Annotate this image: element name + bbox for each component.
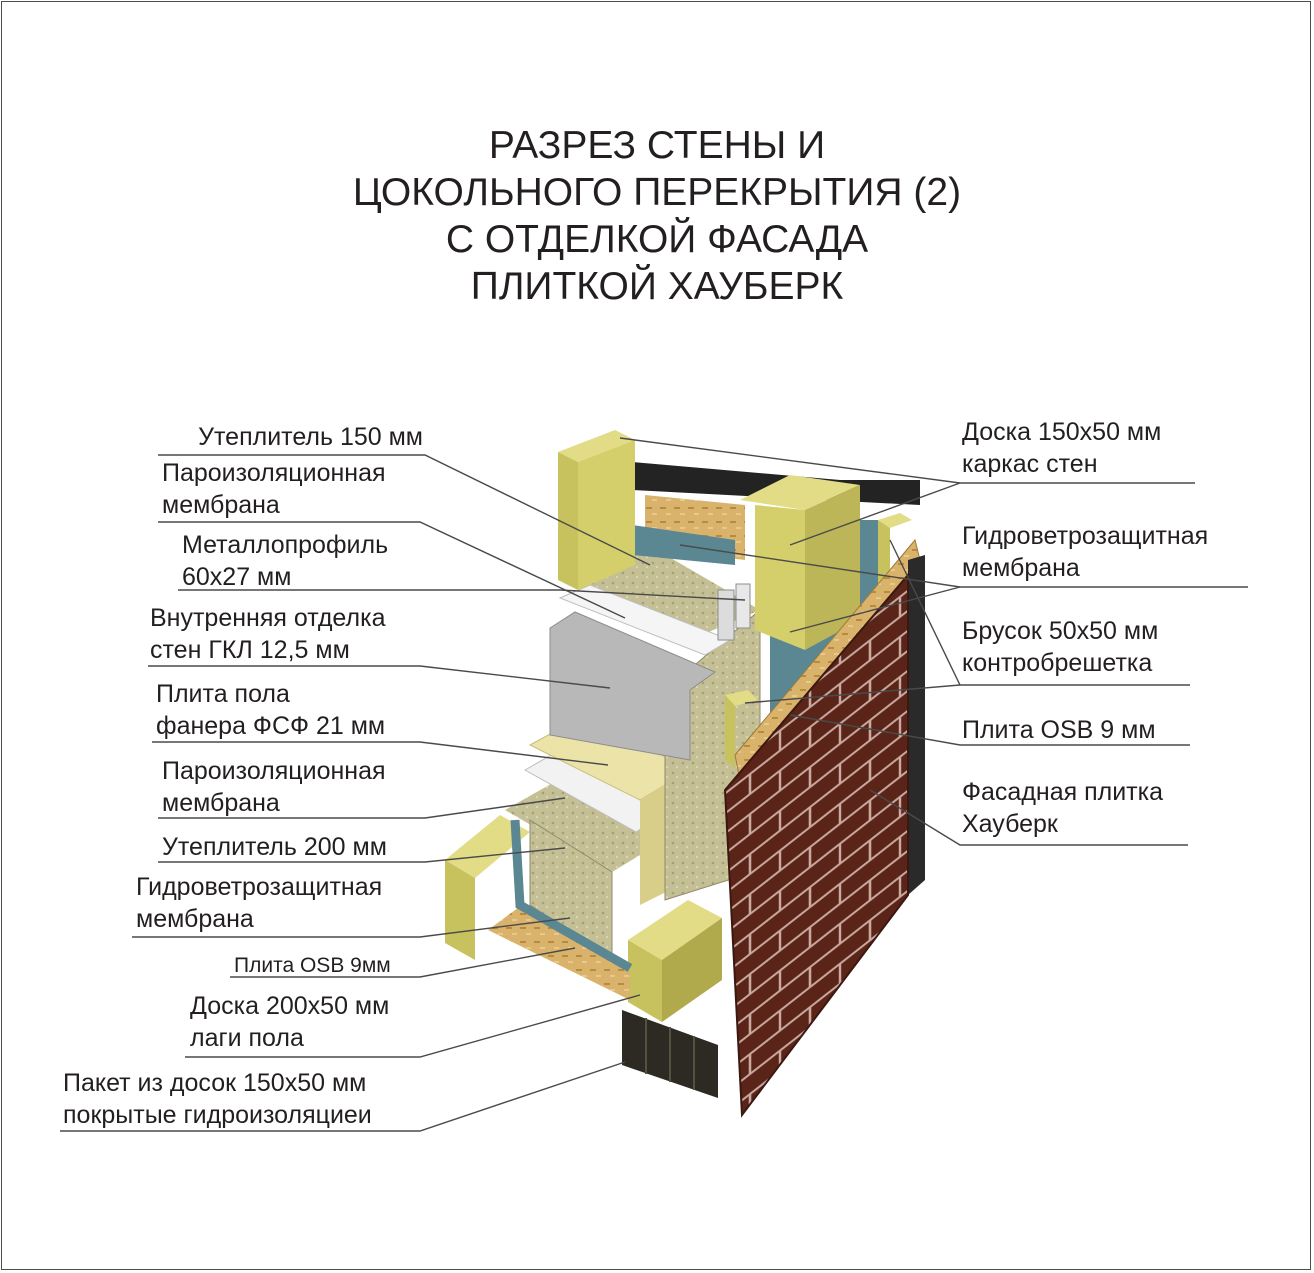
metal-profile xyxy=(717,583,751,641)
label-vapour-membrane-floor: Пароизоляционная мембрана xyxy=(162,757,386,817)
leader-plywood xyxy=(152,741,609,766)
leader-joists xyxy=(185,994,641,1058)
foundation-boards-stack xyxy=(622,1010,718,1098)
label-osb-wall: Плита OSB 9 мм xyxy=(962,716,1156,744)
gypsum-board xyxy=(549,611,717,761)
label-wind-membrane-wall: Гидроветрозащитная мембрана xyxy=(962,522,1209,582)
leader-stud-150-b xyxy=(789,482,961,546)
leader-osb-wall xyxy=(789,714,1190,746)
floor-joists xyxy=(445,815,722,1022)
label-wall-stud: Доска 150x50 мм каркас стен xyxy=(962,418,1162,478)
label-insulation-200: Утеплитель 200 мм xyxy=(162,833,387,861)
label-wind-membrane-floor: Гидроветрозащитная мембрана xyxy=(136,873,383,933)
label-insulation-150: Утеплитель 150 мм xyxy=(198,423,423,451)
leader-metal-profile xyxy=(178,589,746,601)
label-floor-joists: Доска 200x50 мм лаги пола xyxy=(190,992,390,1052)
leader-foundation xyxy=(60,1061,626,1132)
brick-facade-tiles xyxy=(723,572,909,1118)
leader-brick xyxy=(869,789,1188,846)
leader-insulation-150 xyxy=(158,454,651,566)
label-foundation-boards: Пакет из досок 150x50 мм покрытые гидрои… xyxy=(63,1069,372,1129)
diagram-title: РАЗРЕЗ СТЕНЫ И ЦОКОЛЬНОГО ПЕРЕКРЫТИЯ (2)… xyxy=(0,122,1314,310)
label-facade-tile: Фасадная плитка Хауберк xyxy=(962,778,1164,838)
leader-vapour-membrane-wall xyxy=(158,521,626,619)
label-osb-floor: Плита OSB 9мм xyxy=(234,954,391,977)
leader-wind-membrane-floor xyxy=(132,917,571,938)
leader-osb-floor xyxy=(230,947,576,978)
leader-counter-batten-b xyxy=(744,684,961,704)
counter-batten xyxy=(725,513,912,768)
title-line-2: ЦОКОЛЬНОГО ПЕРЕКРЫТИЯ (2) xyxy=(352,171,962,214)
label-floor-plywood: Плита пола фанера ФСФ 21 мм xyxy=(156,680,386,740)
floor-wind-membrane xyxy=(510,819,633,972)
label-vapour-membrane-wall: Пароизоляционная мембрана xyxy=(162,459,386,519)
label-gypsum-board: Внутренняя отделка стен ГКЛ 12,5 мм xyxy=(150,604,386,664)
right-edge-post xyxy=(908,555,925,895)
title-line-1: РАЗРЕЗ СТЕНЫ И xyxy=(488,124,826,167)
leader-vapour-membrane-floor xyxy=(158,797,566,819)
title-line-4: ПЛИТКОЙ ХАУБЕРК xyxy=(470,265,844,308)
leader-gypsum xyxy=(148,665,611,689)
leader-insulation-200 xyxy=(158,847,566,863)
title-line-3: С ОТДЕЛКОЙ ФАСАДА xyxy=(445,218,869,261)
floor-osb-slab xyxy=(488,905,630,1000)
label-counter-batten: Брусок 50x50 мм контробрешетка xyxy=(962,617,1159,677)
leader-wind-membrane-wall-b xyxy=(789,586,961,633)
label-metal-profile: Металлопрофиль 60x27 мм xyxy=(182,531,389,591)
